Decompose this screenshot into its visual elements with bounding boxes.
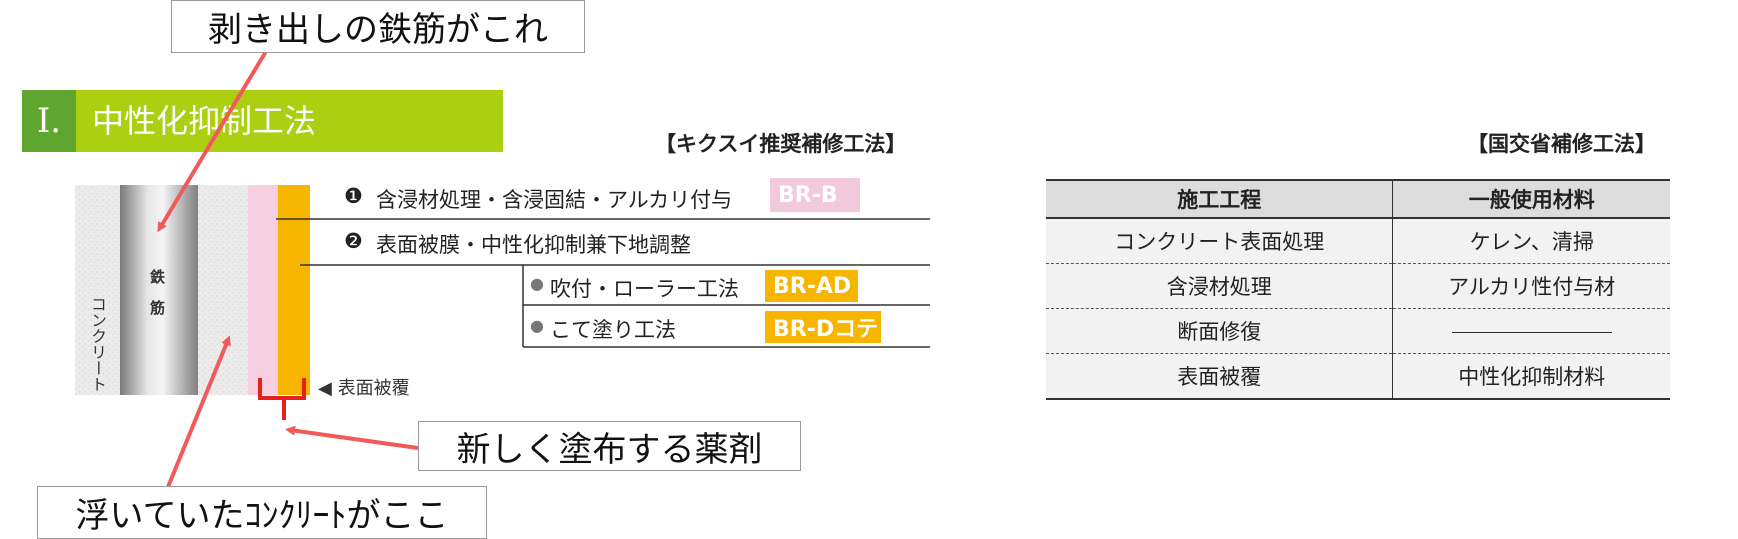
sub1-text: 吹付・ローラー工法 [550,277,739,301]
callout-rebar: 剥き出しの鉄筋がこれ [171,0,585,53]
step2-marker: ❷ [344,229,363,253]
sub1-badge: BR-AD [765,270,858,302]
process-cell: 断面修復 [1046,308,1393,354]
rebar [120,185,198,395]
orange-coating-layer [278,185,310,395]
section-title: 中性化抑制工法 [92,102,317,140]
pink-coating-layer [248,185,278,395]
kikusui-heading: 【キクスイ推奨補修工法】 [655,132,907,156]
mlit-heading: 【国交省補修工法】 [1467,132,1656,156]
callout-new-agent: 新しく塗布する薬剤 [418,421,801,471]
concrete-layer-right [198,185,248,395]
step1-marker: ❶ [344,184,363,208]
arrow-to-rebar [157,46,270,233]
header-material: 一般使用材料 [1392,179,1670,219]
table-header-row: 施工工程 一般使用材料 [1046,179,1670,219]
material-cell: 中性化抑制材料 [1392,353,1670,400]
coating-bracket [258,378,306,420]
sub2-bullet: ● [530,316,544,335]
sub2-badge: BR-Dコテ [765,311,881,343]
process-cell: 含浸材処理 [1046,263,1393,309]
section-number: I. [22,90,76,152]
mlit-table: 施工工程 一般使用材料 コンクリート表面処理 ケレン、清掃 含浸材処理 アルカリ… [1046,179,1670,400]
concrete-layer-left [75,185,120,395]
step1-text: 含浸材処理・含浸固結・アルカリ付与 [376,188,733,212]
coating-label: ◀ 表面被覆 [318,378,410,399]
rebar-label-2: 筋 [150,299,166,317]
process-cell: 表面被覆 [1046,353,1393,400]
material-cell: ケレン、清掃 [1392,218,1670,264]
sub1-bullet: ● [530,274,544,293]
rebar-label-1: 鉄 [150,268,166,286]
section-banner: I. 中性化抑制工法 [22,90,503,152]
sub2-text: こて塗り工法 [550,318,676,342]
table-row: 表面被覆 中性化抑制材料 [1046,353,1670,400]
material-cell: アルカリ性付与材 [1392,263,1670,309]
table-row: 断面修復 [1046,308,1670,354]
arrow-to-concrete [166,335,231,488]
step2-text: 表面被膜・中性化抑制兼下地調整 [376,233,691,257]
empty-dash [1451,331,1612,333]
material-cell-empty [1392,308,1670,354]
table-row: コンクリート表面処理 ケレン、清掃 [1046,218,1670,264]
step1-badge: BR-B [770,178,860,212]
concrete-label: コンクリート [88,296,107,392]
process-cell: コンクリート表面処理 [1046,218,1393,264]
header-process: 施工工程 [1046,179,1393,219]
arrow-to-coating [285,425,419,450]
callout-old-concrete: 浮いていたｺﾝｸﾘｰﾄがここ [37,486,487,539]
table-row: 含浸材処理 アルカリ性付与材 [1046,263,1670,309]
